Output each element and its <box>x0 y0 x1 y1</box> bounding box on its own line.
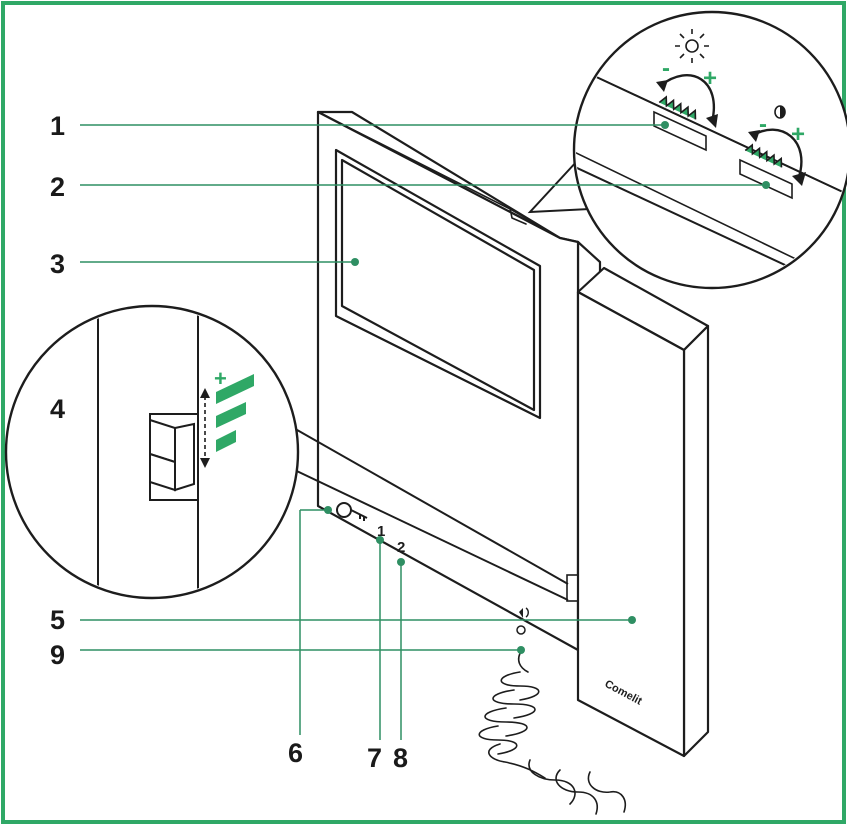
callout-5: 5 <box>50 605 65 635</box>
button-1-label: 1 <box>377 523 385 540</box>
brightness-plus: + <box>703 65 717 92</box>
key-icon <box>336 502 368 521</box>
contrast-plus: + <box>791 121 805 148</box>
callout-8: 8 <box>393 743 408 773</box>
callout-9: 9 <box>50 640 65 670</box>
callout-1: 1 <box>50 111 65 141</box>
callout-7: 7 <box>367 743 382 773</box>
contrast-icon <box>774 105 786 119</box>
callout-2: 2 <box>50 172 65 202</box>
brightness-minus: - <box>662 55 670 82</box>
callout-4: 4 <box>50 394 65 424</box>
speaker-icon <box>519 607 529 618</box>
volume-zoom: + <box>4 304 569 601</box>
volume-plus: + <box>214 366 227 391</box>
sun-icon <box>675 29 709 63</box>
contrast-wheel <box>739 143 793 200</box>
monitor-buttons: 1 2 <box>336 502 529 635</box>
callout-3: 3 <box>50 249 65 279</box>
handset-cord <box>478 649 626 815</box>
handset: Comelit <box>576 266 710 758</box>
brightness-wheel <box>653 95 707 152</box>
callout-labels: 1 2 3 4 5 9 6 7 8 <box>50 111 408 773</box>
volume-bars-icon <box>216 374 254 452</box>
adjuster-zoom: - + - + <box>527 10 847 290</box>
callout-lines <box>80 121 770 740</box>
contrast-minus: - <box>759 111 767 138</box>
button-2-label: 2 <box>397 539 405 556</box>
callout-6: 6 <box>288 738 303 768</box>
